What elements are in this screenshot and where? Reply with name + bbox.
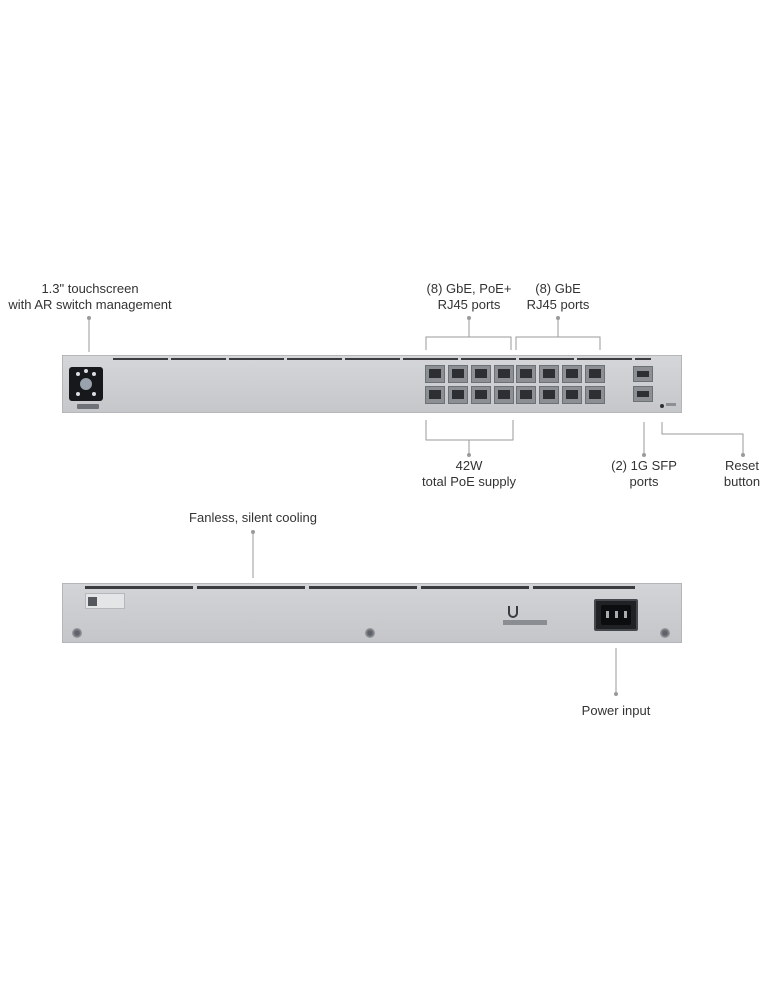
certification-marks [503, 620, 547, 625]
rj45-port-icon [585, 386, 605, 404]
poe-port-block [425, 365, 514, 404]
back-vent-strip [85, 586, 635, 589]
touchscreen-icon [69, 367, 103, 401]
front-logo-mark [77, 404, 99, 409]
reset-marking [666, 403, 676, 406]
gbe-ports-bracket [515, 336, 601, 350]
rj45-port-icon [585, 365, 605, 383]
rj45-port-icon [539, 365, 559, 383]
serial-label [85, 593, 125, 609]
reset-label: Reset button [723, 458, 761, 489]
rj45-port-icon [448, 386, 468, 404]
power-label: Power input [581, 703, 651, 718]
poe-supply-label: 42W total PoE supply [422, 458, 516, 489]
ubiquiti-logo-icon [508, 606, 518, 618]
power-inlet-icon [594, 599, 638, 631]
switch-back-panel [62, 583, 682, 643]
screw-icon [660, 628, 670, 638]
poe-supply-bracket [425, 420, 514, 441]
sfp-port-icon [633, 386, 653, 402]
screw-icon [72, 628, 82, 638]
rj45-port-icon [562, 365, 582, 383]
front-vent-strip [113, 358, 651, 360]
rj45-port-icon [471, 365, 491, 383]
gbe-ports-label: (8) GbE RJ45 ports [526, 281, 590, 312]
rj45-port-icon [448, 365, 468, 383]
sfp-ports-label: (2) 1G SFP ports [611, 458, 677, 489]
rj45-port-icon [425, 386, 445, 404]
gbe-port-block [516, 365, 605, 404]
rj45-port-icon [516, 386, 536, 404]
rj45-port-icon [539, 386, 559, 404]
poe-ports-bracket [425, 336, 512, 350]
touchscreen-label: 1.3" touchscreen with AR switch manageme… [8, 281, 172, 312]
switch-front-panel [62, 355, 682, 413]
reset-button-icon [660, 404, 664, 408]
rj45-port-icon [516, 365, 536, 383]
rj45-port-icon [494, 365, 514, 383]
sfp-port-icon [633, 366, 653, 382]
rj45-port-icon [471, 386, 491, 404]
screw-icon [365, 628, 375, 638]
rj45-port-icon [562, 386, 582, 404]
rj45-port-icon [425, 365, 445, 383]
rj45-port-icon [494, 386, 514, 404]
poe-ports-label: (8) GbE, PoE+ RJ45 ports [426, 281, 512, 312]
reset-callout [661, 422, 744, 455]
cooling-label: Fanless, silent cooling [189, 510, 317, 525]
